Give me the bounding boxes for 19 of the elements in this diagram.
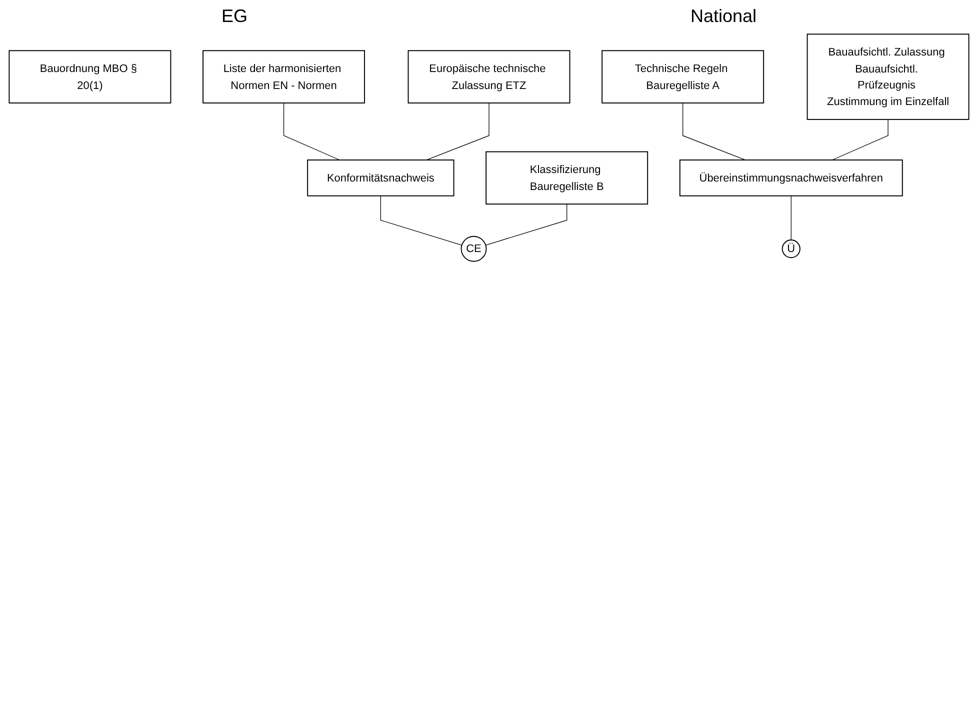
- connector: [832, 119, 888, 160]
- connector: [380, 196, 462, 246]
- node-box: Europäische technische Zulassung ETZ: [408, 50, 570, 104]
- node-box: Bauordnung MBO § 20(1): [8, 50, 172, 104]
- node-box: Bauaufsichtl. Zulassung Bauaufsichtl. Prüfzeugnis Zustimmung im Einzelfall: [806, 34, 970, 120]
- node-box: Übereinstimmungsnachweisverfahren: [679, 160, 903, 196]
- connector: [283, 102, 340, 160]
- node-box: Liste der harmonisierten Normen EN - Normen: [202, 50, 365, 104]
- connector: [790, 196, 792, 240]
- connector: [485, 204, 568, 246]
- node-circle: Ü: [782, 240, 800, 258]
- node-box: Technische Regeln Bauregelliste A: [602, 50, 764, 104]
- node-box: Konformitätsnachweis: [307, 160, 454, 196]
- connector: [426, 102, 490, 160]
- connector: [682, 102, 746, 160]
- node-circle: CE: [460, 236, 487, 262]
- region-label: EG: [220, 5, 248, 28]
- region-label: National: [689, 5, 758, 28]
- node-box: Klassifizierung Bauregelliste B: [486, 151, 648, 205]
